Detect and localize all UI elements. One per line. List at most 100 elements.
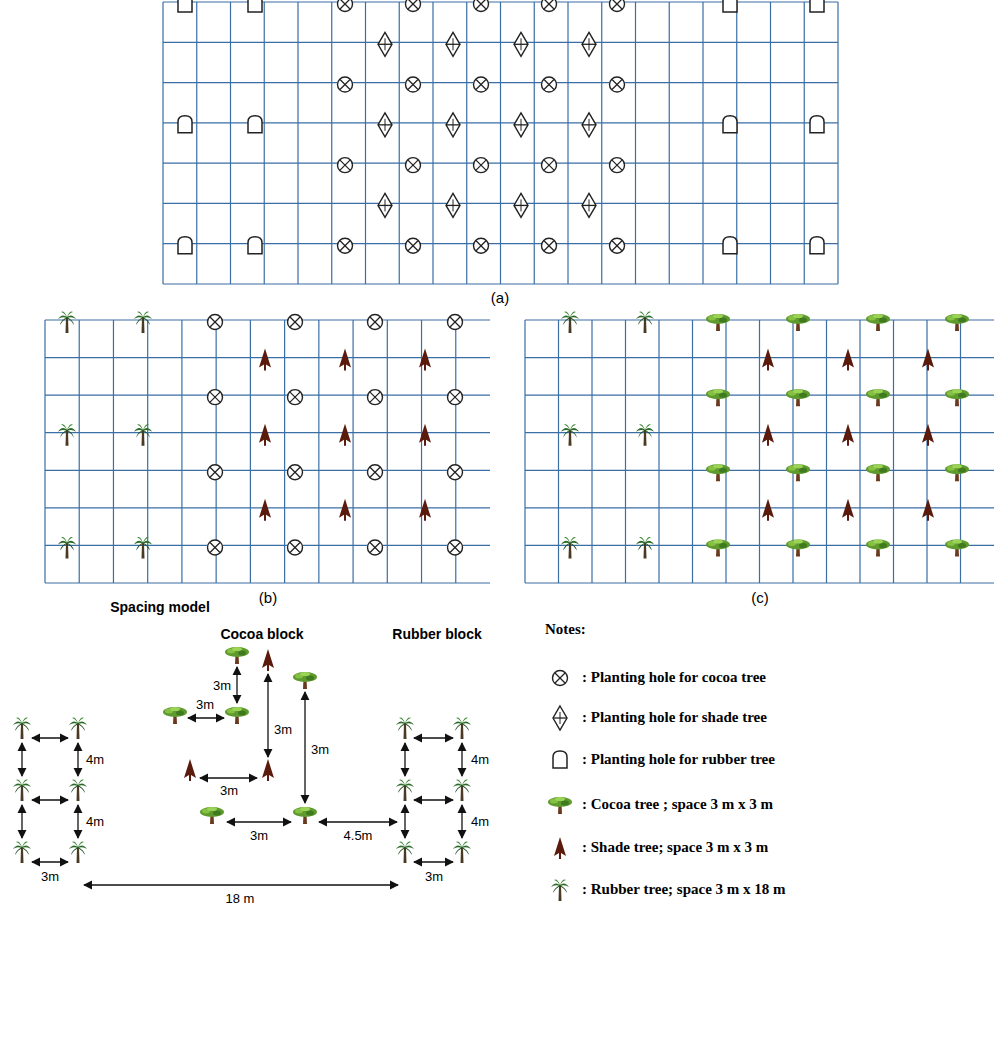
figure-label: (c) <box>751 589 769 606</box>
plant-symbol <box>419 424 431 446</box>
plant-symbol <box>786 539 810 556</box>
plant-symbol <box>610 158 625 173</box>
plant-symbol <box>339 424 351 446</box>
figure-label: (b) <box>259 589 277 606</box>
plant-symbol <box>474 77 489 92</box>
dimension-label: 4m <box>470 815 490 830</box>
plant-symbol <box>406 0 421 12</box>
plant-symbol <box>866 314 890 331</box>
plant-symbol <box>178 116 192 133</box>
plant-symbol <box>945 314 969 331</box>
plant-symbol <box>514 193 528 217</box>
legend-entry: : Planting hole for rubber tree <box>582 751 775 768</box>
plant-symbol <box>368 390 383 405</box>
legend-heading: Notes: <box>545 621 586 638</box>
plant-symbol <box>842 424 854 446</box>
plant-symbol <box>259 424 271 446</box>
plant-symbol <box>134 537 152 558</box>
plant-symbol <box>810 0 824 12</box>
plant-symbol <box>922 349 934 371</box>
plant-symbol <box>448 465 463 480</box>
plant-symbol <box>945 539 969 556</box>
plant-symbol <box>288 390 303 405</box>
plant-symbol <box>542 158 557 173</box>
plant-symbol <box>368 315 383 330</box>
plant-symbol <box>406 77 421 92</box>
plant-symbol <box>514 32 528 56</box>
plant-symbol <box>58 312 76 333</box>
plant-symbol <box>542 77 557 92</box>
grid-lines <box>45 320 490 583</box>
plant-symbol <box>338 158 353 173</box>
plant-symbol <box>636 312 654 333</box>
plant-symbol <box>474 158 489 173</box>
plant-symbol <box>561 312 579 333</box>
plant-symbol <box>842 499 854 521</box>
grid-lines <box>163 2 838 284</box>
plant-symbol <box>922 424 934 446</box>
plant-symbol <box>134 312 152 333</box>
plant-symbol <box>259 499 271 521</box>
plant-symbol <box>810 237 824 254</box>
plant-symbol <box>610 77 625 92</box>
legend-entry: : Rubber tree; space 3 m x 18 m <box>582 881 786 898</box>
plant-symbol <box>248 0 262 12</box>
plant-symbol <box>706 464 730 481</box>
plant-symbol <box>706 314 730 331</box>
plant-symbol <box>810 116 824 133</box>
dimension-label: 4.5m <box>343 829 374 844</box>
plant-symbol <box>762 349 774 371</box>
plant-symbol <box>419 499 431 521</box>
plant-symbol <box>178 237 192 254</box>
plant-symbol <box>178 0 192 12</box>
plant-symbol <box>762 499 774 521</box>
dimension-label: 4m <box>470 753 490 768</box>
plant-symbol <box>723 237 737 254</box>
plant-symbol <box>786 464 810 481</box>
plant-symbol <box>248 116 262 133</box>
legend-entry: : Planting hole for cocoa tree <box>582 669 766 686</box>
dimension-label: 3m <box>212 679 232 694</box>
plant-symbol <box>786 389 810 406</box>
legend-entry: : Shade tree; space 3 m x 3 m <box>582 839 768 856</box>
dimension-label: 4m <box>85 815 105 830</box>
dimension-label: 3m <box>310 743 330 758</box>
plant-symbol <box>259 349 271 371</box>
plant-symbol <box>208 465 223 480</box>
plant-symbol <box>339 499 351 521</box>
plant-symbol <box>723 116 737 133</box>
plant-symbol <box>922 499 934 521</box>
plant-symbol <box>561 424 579 445</box>
plant-symbol <box>636 424 654 445</box>
plant-symbol <box>406 158 421 173</box>
plant-symbol <box>419 349 431 371</box>
dimension-label: 3m <box>273 723 293 738</box>
plant-symbol <box>474 0 489 12</box>
plant-symbol <box>762 424 774 446</box>
planting-symbols <box>58 0 969 558</box>
section-heading: Spacing model <box>110 599 210 615</box>
plant-symbol <box>208 315 223 330</box>
dimension-label: 3m <box>424 870 444 885</box>
plant-symbol <box>866 389 890 406</box>
plant-symbol <box>288 315 303 330</box>
plant-symbol <box>542 0 557 12</box>
plant-symbol <box>945 389 969 406</box>
plant-symbol <box>610 0 625 12</box>
dimension-label: 18 m <box>225 892 256 907</box>
plant-symbol <box>448 540 463 555</box>
dimension-label: 4m <box>85 753 105 768</box>
dimension-label: 3m <box>195 698 215 713</box>
figure-label: (a) <box>491 289 509 306</box>
plant-symbol <box>448 315 463 330</box>
block-heading: Rubber block <box>392 626 481 642</box>
plant-symbol <box>338 77 353 92</box>
legend-entry: : Planting hole for shade tree <box>582 709 767 726</box>
plant-symbol <box>582 113 596 137</box>
plant-symbol <box>446 193 460 217</box>
plant-symbol <box>368 465 383 480</box>
plant-symbol <box>842 349 854 371</box>
plant-symbol <box>542 238 557 253</box>
